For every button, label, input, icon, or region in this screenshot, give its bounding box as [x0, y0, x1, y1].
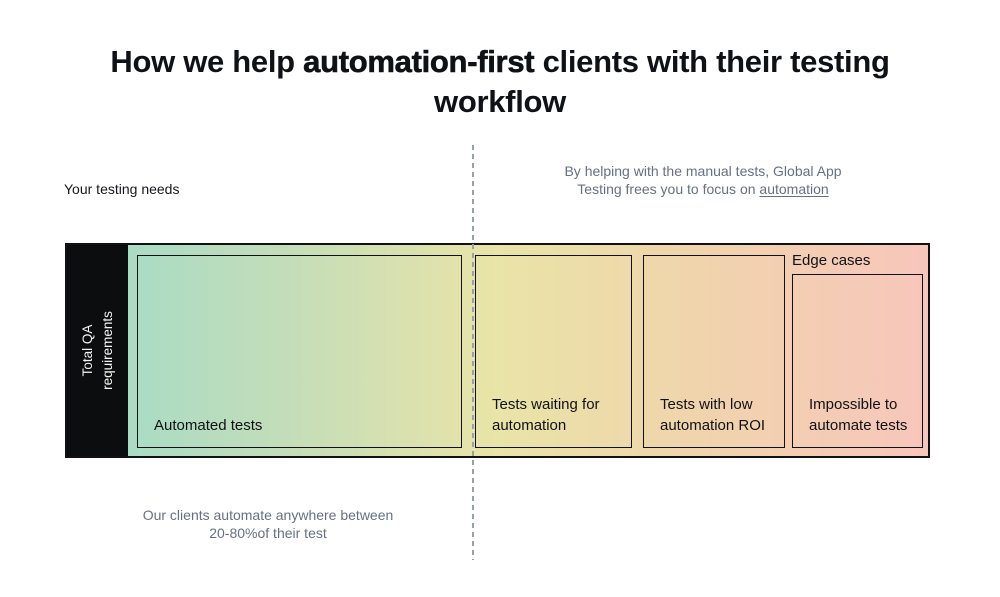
bottom-caption-line2: 20-80%of their test	[209, 524, 327, 541]
qa-requirements-bar: Total QA requirements Automated tests Te…	[65, 243, 930, 458]
title-pre: How we help	[110, 44, 304, 79]
segment-impossible-to-automate: Impossible to automate tests	[792, 274, 923, 448]
title-post: clients with their testing workflow	[434, 44, 890, 119]
segment-label: Tests with low automation ROI	[660, 396, 766, 434]
segment-automated-tests: Automated tests	[137, 255, 462, 448]
total-qa-axis-label: Total QA requirements	[67, 245, 128, 456]
axis-label-line2: requirements	[99, 311, 115, 390]
right-caption-line2: Testing frees you to focus on	[577, 180, 760, 197]
axis-label-line1: Total QA	[79, 324, 95, 377]
segment-label: Tests waiting for automation	[492, 396, 600, 434]
edge-cases-label: Edge cases	[792, 252, 871, 269]
segment-tests-waiting-for-automation: Tests waiting for automation	[475, 255, 632, 448]
right-caption-line1: By helping with the manual tests, Global…	[564, 163, 842, 179]
right-caption: By helping with the manual tests, Global…	[523, 163, 883, 198]
segment-label: Automated tests	[154, 417, 263, 434]
dashed-divider-line	[472, 145, 474, 560]
your-testing-needs-label: Your testing needs	[64, 181, 180, 197]
segment-tests-low-automation-roi: Tests with low automation ROI	[643, 255, 785, 448]
automation-link[interactable]: automation	[759, 180, 829, 197]
bottom-caption-line1: Our clients automate anywhere between	[142, 507, 394, 523]
title-emphasis: automation-first	[303, 44, 535, 80]
segment-label: Impossible to automate tests	[809, 396, 908, 434]
gradient-spectrum	[128, 245, 928, 456]
page-title: How we help automation-first clients wit…	[60, 42, 940, 122]
total-qa-axis-block: Total QA requirements	[67, 245, 128, 456]
